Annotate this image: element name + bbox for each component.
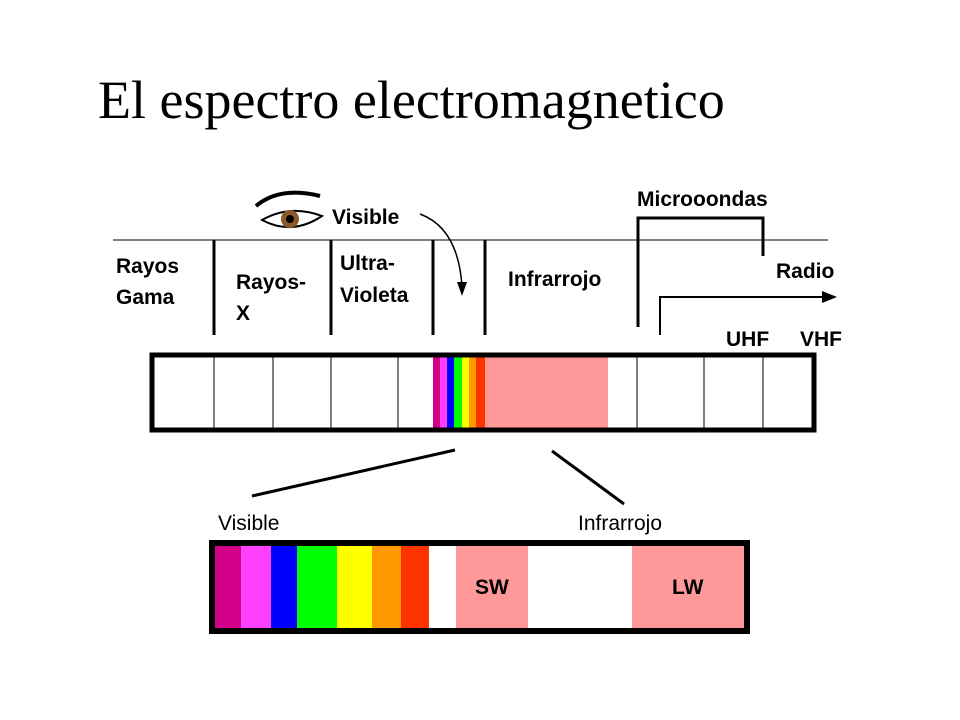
label-microwave: Microoondas [637,188,768,211]
label-xray-1: Rayos- [236,271,306,294]
zoom-spectrum-red [401,543,429,631]
eye-icon [254,190,325,229]
main-spectrum-red [476,355,485,430]
label-visible: Visible [332,206,399,229]
label-uv-1: Ultra- [340,252,395,275]
zoom-label-sw: SW [475,576,509,599]
main-spectrum-blue [447,355,454,430]
microwave-bracket [636,216,765,327]
zoom-label-lw: LW [672,576,704,599]
zoom-spectrum-yellow [337,543,372,631]
zoom-sw-fill [456,543,528,631]
main-spectrum-violet [433,355,440,430]
label-radio: Radio [776,260,834,283]
radio-arrow [659,296,825,335]
zoom-label-visible: Visible [218,512,279,535]
zoom-spectrum-bar [209,540,750,634]
main-spectrum-bar [149,352,817,433]
main-spectrum-magenta [440,355,447,430]
zoom-spectrum-violet [212,543,241,631]
visible-pointer-arrowhead [457,282,467,296]
zoom-spectrum-green [297,543,337,631]
radio-arrowhead [822,291,837,303]
zoom-label-infrared: Infrarrojo [578,512,662,535]
label-vhf: VHF [800,328,842,351]
main-spectrum-green [454,355,462,430]
main-spectrum-yellow [462,355,469,430]
label-gamma-1: Rayos [116,255,179,278]
zoom-spectrum-blue [271,543,297,631]
label-uhf: UHF [726,328,769,351]
main-spectrum-orange [469,355,476,430]
label-xray-2: X [236,302,250,325]
zoom-line-right [551,449,625,506]
zoom-spectrum-orange [372,543,401,631]
label-infrared: Infrarrojo [508,268,601,291]
page-title: El espectro electromagnetico [98,70,725,130]
zoom-spectrum-magenta [241,543,271,631]
main-infrared-fill [485,355,608,430]
label-uv-2: Violeta [340,284,409,307]
zoom-line-left [251,448,456,498]
visible-pointer-arrow [419,213,463,287]
label-gamma-2: Gama [116,286,175,309]
zoom-lw-fill [632,543,747,631]
